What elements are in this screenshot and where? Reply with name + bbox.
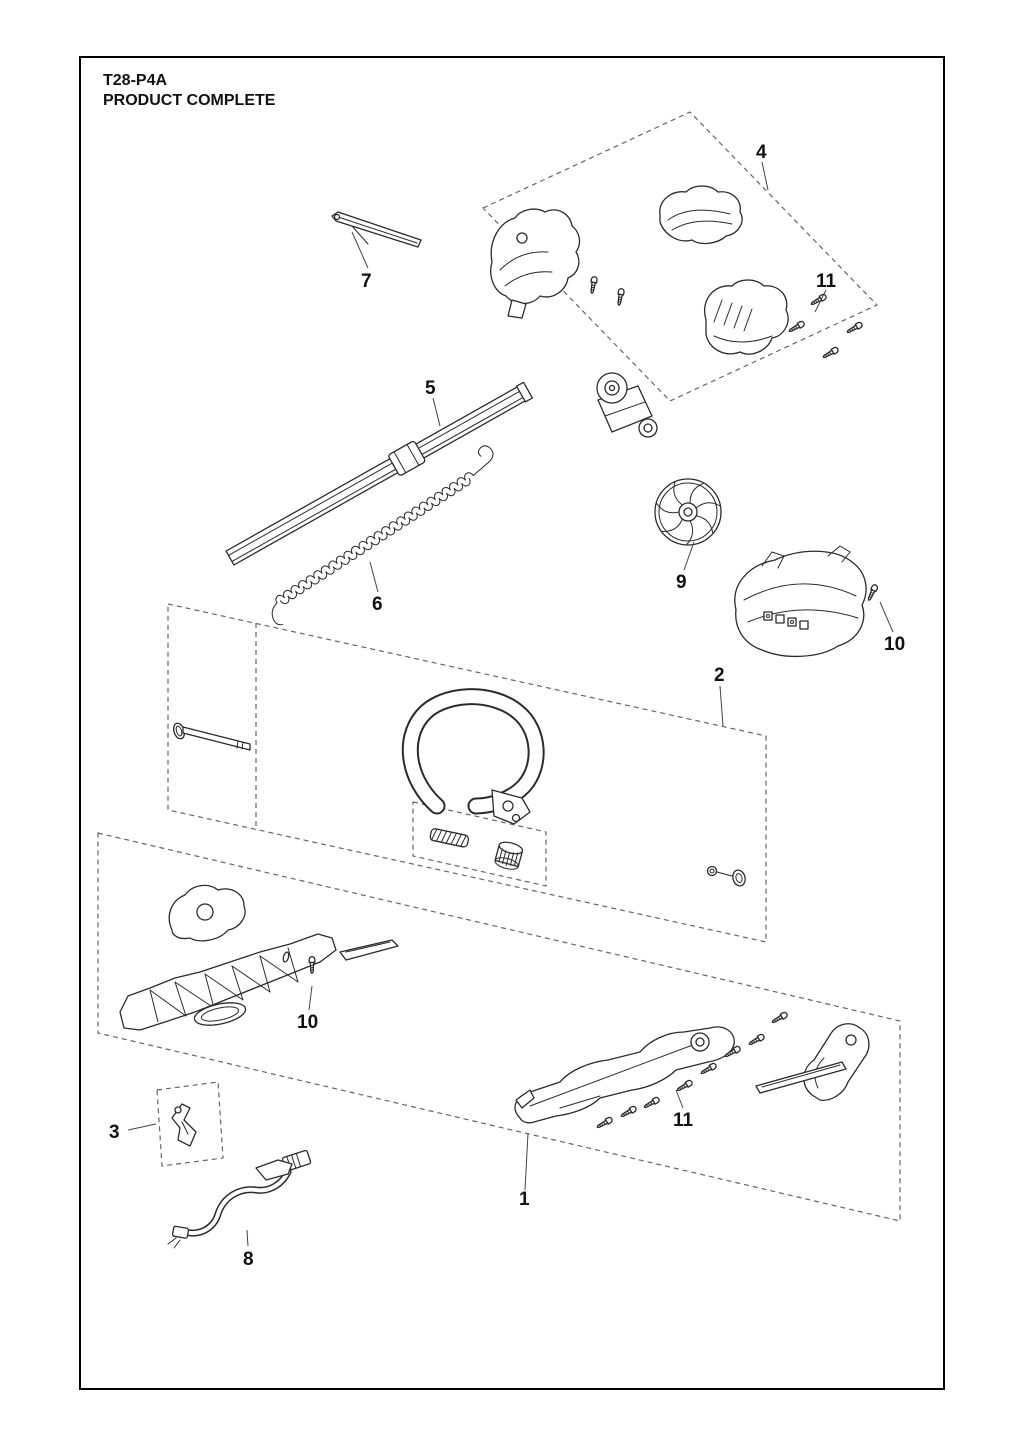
callout-10-left: 10 xyxy=(297,1012,318,1033)
part-loop-handle-2 xyxy=(401,688,545,825)
group-box-3 xyxy=(156,1081,224,1167)
part-cover-right-upper xyxy=(659,185,743,245)
part-screw-10-left xyxy=(308,956,316,975)
callout-7: 7 xyxy=(361,271,372,292)
group-box-2 xyxy=(167,603,767,943)
callout-4: 4 xyxy=(756,142,767,163)
part-impeller-9 xyxy=(654,478,722,546)
callout-3: 3 xyxy=(109,1122,120,1143)
callout-8: 8 xyxy=(243,1249,254,1270)
part-shaft-tube-5 xyxy=(225,381,534,566)
callout-10-right: 10 xyxy=(884,634,905,655)
part-motor-housing-1 xyxy=(514,1026,735,1124)
group-box-4 xyxy=(481,111,879,402)
part-cover-left xyxy=(490,208,581,319)
group-box-1 xyxy=(97,832,901,1222)
callout-2: 2 xyxy=(714,665,725,686)
callout-11-top: 11 xyxy=(816,271,837,292)
part-chassis xyxy=(119,884,399,1031)
callout-9: 9 xyxy=(676,572,687,593)
callout-1: 1 xyxy=(519,1189,530,1210)
part-pins-region4 xyxy=(588,275,626,307)
part-knob xyxy=(494,841,524,870)
part-fasteners-right xyxy=(706,865,746,887)
part-screws-11-top xyxy=(787,292,864,361)
part-coupler xyxy=(596,372,658,438)
part-handle-bolt xyxy=(172,722,251,751)
callout-6: 6 xyxy=(372,594,383,615)
callout-5: 5 xyxy=(425,378,436,399)
leader-lines xyxy=(127,161,894,1247)
part-rear-handle xyxy=(803,1023,870,1101)
part-spring-6 xyxy=(271,445,494,626)
part-small-spring xyxy=(429,828,470,848)
part-guard xyxy=(734,545,867,658)
page-border xyxy=(79,56,945,1390)
group-box-mid xyxy=(412,801,547,887)
part-cover-right-lower xyxy=(704,279,789,355)
part-lever-3 xyxy=(171,1103,197,1147)
part-flat-bar xyxy=(755,1061,847,1094)
callout-labels: 4 7 11 5 9 6 10 2 10 3 11 1 8 xyxy=(109,142,905,1270)
part-rod-7 xyxy=(331,211,422,248)
page-title: T28-P4A xyxy=(103,72,167,89)
part-harness-8 xyxy=(167,1149,312,1249)
group-boxes xyxy=(97,111,901,1222)
page-subtitle: PRODUCT COMPLETE xyxy=(103,92,276,109)
part-screw-10-right xyxy=(865,583,880,603)
callout-11-bottom: 11 xyxy=(673,1110,694,1131)
